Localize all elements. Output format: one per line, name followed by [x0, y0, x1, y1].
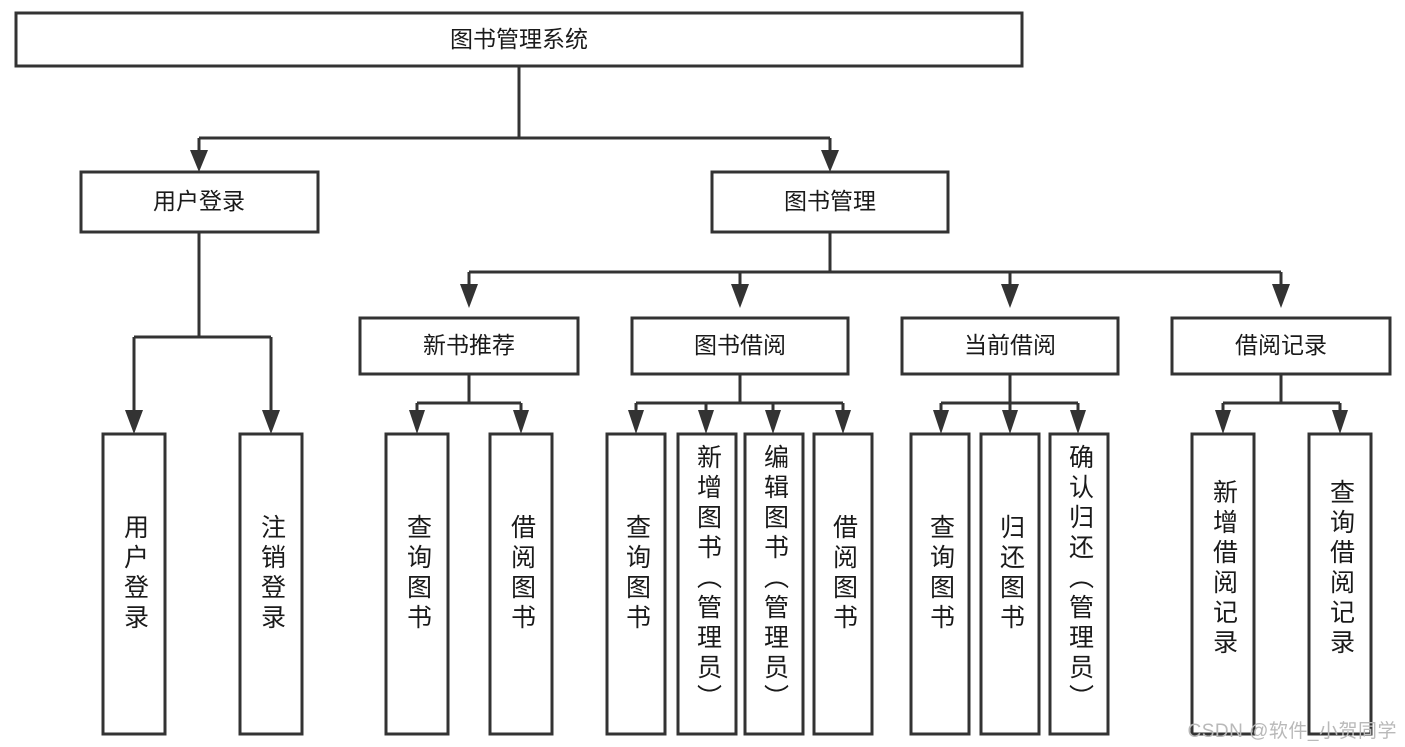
node-book-borrow-label: 图书借阅 — [694, 332, 786, 358]
connector-currentborrow-to-leaves — [933, 374, 1086, 434]
leaf-box-user-login-1[interactable] — [238, 432, 304, 736]
leaf-box-new-book-0[interactable] — [384, 432, 450, 736]
leaf-box-borrow-record-0[interactable] — [1190, 432, 1256, 736]
node-borrow-record-label: 借阅记录 — [1235, 332, 1327, 358]
node-root-system[interactable]: 图书管理系统 — [14, 11, 1024, 68]
node-book-management[interactable]: 图书管理 — [710, 170, 950, 234]
connector-borrowrecord-to-leaves — [1215, 374, 1348, 434]
leaf-box-book-borrow-0[interactable] — [605, 432, 667, 736]
connector-newbook-to-leaves — [409, 374, 529, 434]
node-book-management-label: 图书管理 — [784, 188, 876, 214]
leaf-box-borrow-record-1[interactable] — [1307, 432, 1373, 736]
leaf-box-book-borrow-1[interactable] — [676, 432, 738, 736]
csdn-watermark: CSDN @软件_小贺同学 — [1187, 721, 1397, 742]
node-user-login[interactable]: 用户登录 — [79, 170, 320, 234]
node-current-borrow-label: 当前借阅 — [964, 332, 1056, 358]
connector-root-to-level1 — [190, 66, 839, 172]
leaf-box-current-borrow-0[interactable] — [909, 432, 971, 736]
leaf-box-book-borrow-3[interactable] — [812, 432, 874, 736]
connector-userlogin-to-leaves — [125, 232, 280, 434]
node-book-borrow[interactable]: 图书借阅 — [630, 316, 850, 376]
node-new-book-recommend[interactable]: 新书推荐 — [358, 316, 580, 376]
leaf-box-user-login-0[interactable] — [101, 432, 167, 736]
node-root-label: 图书管理系统 — [450, 26, 588, 52]
node-borrow-record[interactable]: 借阅记录 — [1170, 316, 1392, 376]
leaf-box-book-borrow-2[interactable] — [743, 432, 805, 736]
node-new-book-recommend-label: 新书推荐 — [423, 332, 515, 358]
leaf-box-new-book-1[interactable] — [488, 432, 554, 736]
leaf-box-current-borrow-2[interactable] — [1048, 432, 1110, 736]
connector-bookborrow-to-leaves — [628, 374, 851, 434]
node-user-login-label: 用户登录 — [153, 188, 245, 214]
node-current-borrow[interactable]: 当前借阅 — [900, 316, 1120, 376]
leaf-box-current-borrow-1[interactable] — [979, 432, 1041, 736]
connector-bookmgmt-to-level2 — [460, 232, 1290, 308]
